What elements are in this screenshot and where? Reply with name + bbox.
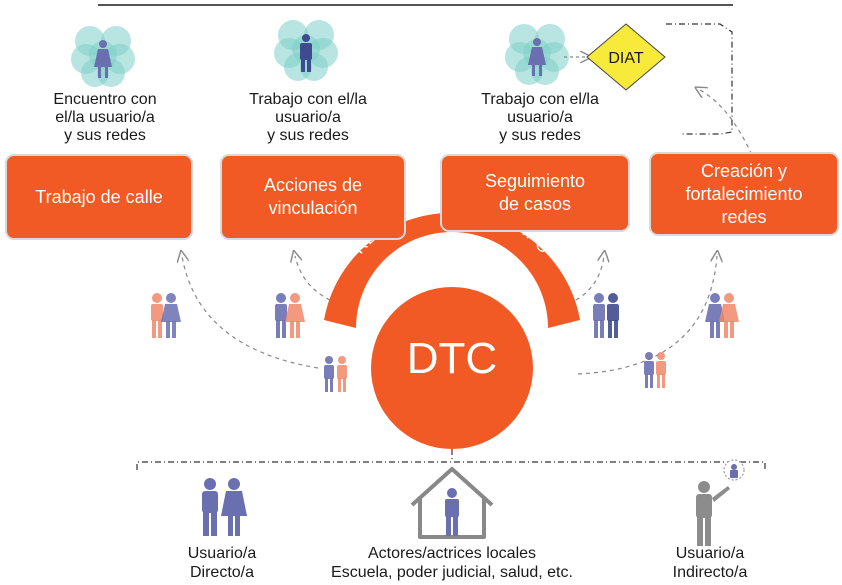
label-usuario-directo: Usuario/a Directo/a bbox=[187, 545, 257, 581]
house-person-icon bbox=[410, 467, 494, 539]
box-creacion-fortalecimiento-redes-label: Creación y fortalecimiento redes bbox=[685, 160, 803, 227]
dtc-circle bbox=[371, 287, 533, 449]
label-usuario-indirecto: Usuario/a Indirecto/a bbox=[672, 545, 748, 581]
couple-icon bbox=[151, 293, 181, 338]
diat-diamond bbox=[586, 23, 666, 91]
dtc-label: DTC bbox=[406, 334, 498, 383]
label-actores-locales: Actores/actrices locales Escuela, poder … bbox=[331, 545, 573, 581]
arrow-to-creacion bbox=[577, 256, 717, 375]
caption-trabajo-redes-2: Trabajo con el/la usuario/a y sus redes bbox=[481, 91, 599, 144]
caption-encuentro: Encuentro con el/la usuario/a y sus rede… bbox=[53, 91, 157, 144]
box-acciones-de-vinculacion: Acciones de vinculación bbox=[220, 154, 406, 240]
person-with-contact-icon bbox=[696, 459, 745, 546]
caption-trabajo-redes-1: Trabajo con el/la usuario/a y sus redes bbox=[249, 91, 367, 144]
couple-icon bbox=[644, 352, 666, 388]
couple-icon bbox=[202, 478, 247, 536]
network-person-icon bbox=[505, 24, 569, 85]
bracket-arrow bbox=[700, 90, 756, 163]
box-seguimiento-de-casos: Seguimiento de casos bbox=[440, 154, 630, 232]
arrow-to-seguimiento bbox=[575, 256, 604, 301]
couple-icon bbox=[275, 293, 305, 338]
box-trabajo-de-calle-label: Trabajo de calle bbox=[35, 186, 163, 207]
reuniones-arc-band bbox=[324, 212, 580, 328]
arrow-to-acciones bbox=[295, 256, 331, 301]
box-trabajo-de-calle: Trabajo de calle bbox=[5, 154, 193, 240]
diat-label: DIAT bbox=[608, 50, 643, 67]
box-acciones-de-vinculacion-label: Acciones de vinculación bbox=[263, 175, 363, 218]
bottom-bracket bbox=[136, 461, 766, 470]
couple-icon bbox=[324, 356, 347, 392]
network-person-icon bbox=[71, 26, 135, 87]
couple-icon bbox=[705, 293, 739, 338]
box-creacion-fortalecimiento-redes: Creación y fortalecimiento redes bbox=[649, 152, 839, 236]
couple-icon bbox=[593, 293, 619, 338]
right-bracket bbox=[666, 23, 733, 135]
box-seguimiento-de-casos-label: Seguimiento de casos bbox=[484, 171, 586, 214]
network-person-icon bbox=[274, 20, 338, 81]
